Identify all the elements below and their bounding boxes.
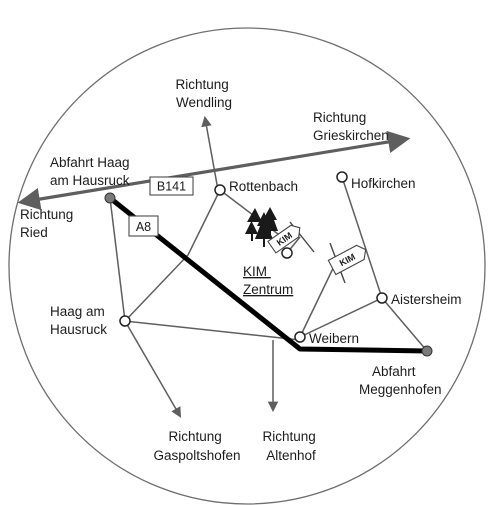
road-to-wendling [201, 115, 219, 191]
node-aistersheim[interactable] [376, 292, 388, 304]
secondary-roads [109, 115, 428, 418]
label-haag-am-hausruck: Haag am Hausruck [50, 304, 109, 337]
road-hofkirchen-aistersheim [341, 176, 383, 299]
node-kim-zentrum[interactable] [281, 247, 293, 259]
label-richtung-wendling: Richtung Wendling [175, 77, 232, 110]
road-haag-weibern [124, 320, 301, 341]
label-abfahrt-meggenhofen: Abfahrt Meggenhofen [359, 364, 442, 397]
label-rottenbach: Rottenbach [229, 179, 298, 194]
label-aistersheim: Aistersheim [391, 292, 462, 307]
label-weibern: Weibern [309, 331, 359, 346]
node-exit-meggenhofen[interactable] [421, 345, 433, 357]
label-hofkirchen: Hofkirchen [351, 176, 416, 191]
node-weibern[interactable] [294, 331, 306, 343]
label-richtung-gaspoltshofen: Richtung Gaspoltshofen [153, 429, 240, 463]
highway-sign-a8-text: A8 [136, 220, 151, 234]
road-aistersheim-weibern [299, 297, 383, 338]
label-richtung-ried: Richtung Ried [20, 207, 77, 240]
road-aistersheim-meggenhofen [381, 297, 428, 352]
label-abfahrt-haag: Abfahrt Haag am Hausruck [50, 155, 133, 188]
node-hofkirchen[interactable] [336, 171, 348, 183]
node-exit-haag[interactable] [104, 192, 116, 204]
road-to-gaspoltshofen [124, 320, 182, 418]
label-richtung-grieskirchen: Richtung Grieskirchen [313, 110, 389, 143]
label-richtung-altenhof: Richtung Altenhof [262, 429, 319, 463]
road-kim-weibern [299, 257, 339, 338]
highway-sign-a8 [128, 215, 159, 237]
node-rottenbach[interactable] [214, 184, 226, 196]
kim-direction-sign-icon: KIM [267, 221, 315, 254]
road-sign-b141 [149, 176, 194, 196]
map-boundary-circle [8, 27, 486, 505]
kim-direction-sign-icon: KIM [327, 242, 367, 284]
road-sign-b141-text: B141 [157, 180, 186, 194]
road-haag-exit-haag [109, 197, 126, 322]
road-rottenbach-haag [124, 189, 221, 322]
node-haag[interactable] [119, 315, 131, 327]
highway-a8 [108, 196, 428, 354]
forest-icon [245, 207, 278, 247]
label-kim-zentrum: KIM Zentrum [243, 264, 293, 297]
